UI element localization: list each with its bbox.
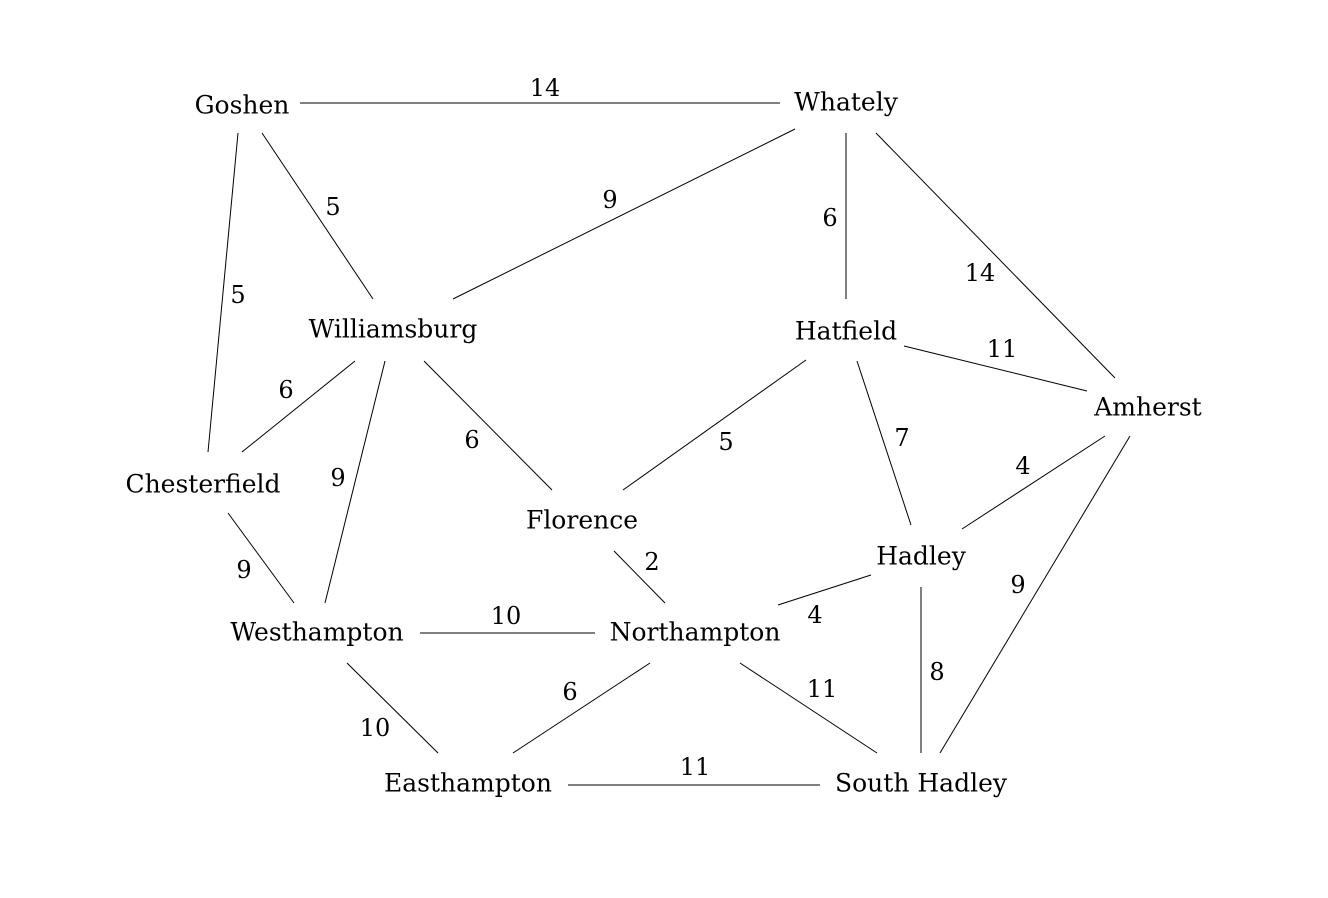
edge-williamsburg-westhampton	[324, 360, 386, 604]
node-westhampton: Westhampton	[230, 618, 403, 647]
edge-florence-northampton	[613, 550, 666, 604]
edge-weight-westhampton-northampton: 10	[491, 602, 522, 630]
edge-weight-florence-northampton: 2	[644, 548, 659, 576]
node-hatfield: Hatfield	[795, 317, 897, 346]
edge-whately-amherst	[875, 132, 1116, 379]
node-northampton: Northampton	[610, 618, 781, 647]
edge-northampton-south_hadley	[739, 662, 878, 754]
edge-amherst-south_hadley	[939, 435, 1131, 754]
edge-weight-amherst-south_hadley: 9	[1010, 571, 1025, 599]
edge-goshen-williamsburg	[261, 132, 374, 300]
node-south-hadley: South Hadley	[835, 769, 1008, 798]
edge-weight-northampton-south_hadley: 11	[807, 675, 838, 703]
edge-weight-goshen-chesterfield: 5	[230, 281, 245, 309]
edge-weight-williamsburg-chesterfield: 6	[278, 376, 293, 404]
node-easthampton: Easthampton	[384, 769, 552, 798]
edge-weight-whately-hatfield: 6	[822, 204, 837, 232]
node-florence: Florence	[526, 506, 638, 535]
edge-weight-hadley-northampton: 4	[807, 601, 822, 629]
edge-hatfield-florence	[622, 359, 807, 491]
edge-hatfield-amherst	[903, 345, 1088, 392]
node-amherst: Amherst	[1093, 393, 1201, 422]
node-hadley: Hadley	[876, 542, 967, 571]
edge-chesterfield-westhampton	[227, 512, 295, 604]
edge-amherst-hadley	[961, 435, 1106, 530]
edge-westhampton-easthampton	[346, 662, 439, 754]
edge-weight-easthampton-south_hadley: 11	[680, 753, 711, 781]
edge-weight-chesterfield-westhampton: 9	[236, 556, 251, 584]
edge-weight-amherst-hadley: 4	[1015, 452, 1030, 480]
node-goshen: Goshen	[195, 91, 290, 120]
edge-whately-williamsburg	[452, 128, 796, 300]
edge-northampton-easthampton	[512, 662, 651, 754]
edge-weight-northampton-easthampton: 6	[562, 678, 577, 706]
edge-weight-williamsburg-westhampton: 9	[330, 464, 345, 492]
edge-hatfield-hadley	[856, 360, 912, 526]
edge-williamsburg-florence	[423, 360, 553, 491]
edge-weight-hadley-south_hadley: 8	[929, 658, 944, 686]
edge-weight-hatfield-amherst: 11	[987, 335, 1018, 363]
edge-weight-williamsburg-florence: 6	[464, 426, 479, 454]
node-whately: Whately	[794, 88, 899, 117]
edge-weight-westhampton-easthampton: 10	[360, 714, 391, 742]
edge-weight-goshen-whately: 14	[530, 74, 561, 102]
edge-weight-whately-amherst: 14	[965, 259, 996, 287]
edge-weight-hatfield-florence: 5	[718, 428, 733, 456]
edge-goshen-chesterfield	[207, 132, 239, 453]
node-williamsburg: Williamsburg	[309, 315, 478, 344]
edge-weight-goshen-williamsburg: 5	[325, 193, 340, 221]
edge-hadley-northampton	[777, 574, 872, 606]
node-chesterfield: Chesterfield	[125, 470, 280, 499]
edge-weight-whately-williamsburg: 9	[602, 186, 617, 214]
edge-williamsburg-chesterfield	[241, 360, 356, 453]
edge-weight-hatfield-hadley: 7	[894, 424, 909, 452]
